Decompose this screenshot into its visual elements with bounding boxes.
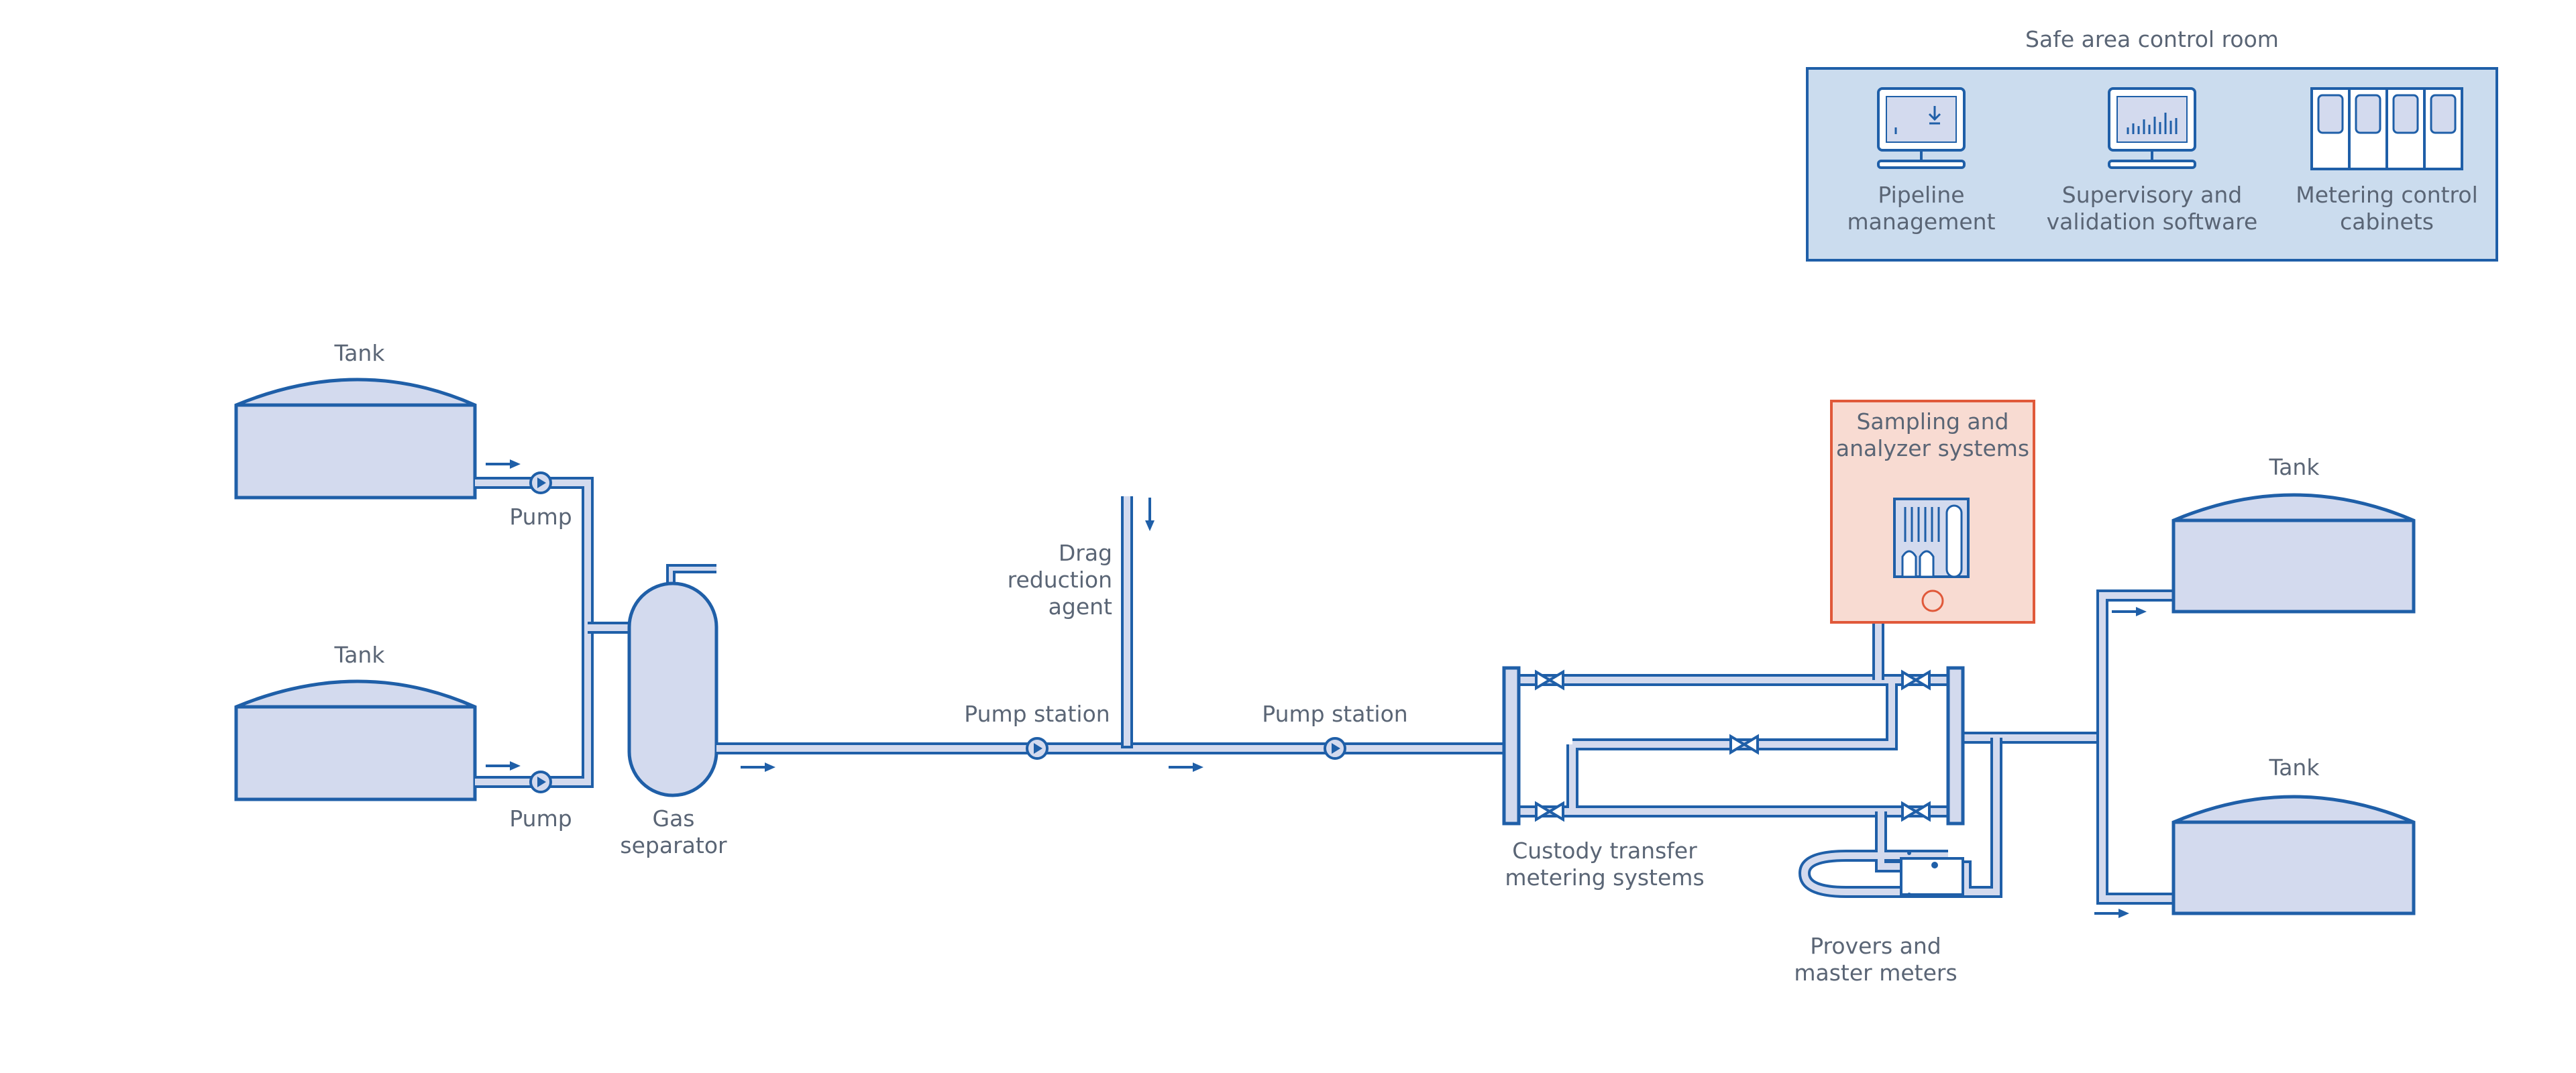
pipeline-management-label-1: Pipeline bbox=[1878, 182, 1964, 208]
metering-cabinets-label-2: cabinets bbox=[2340, 209, 2434, 235]
flow-arrow-icon bbox=[2093, 907, 2131, 919]
supervisory-label-1: Supervisory and bbox=[2062, 182, 2242, 208]
tank-bottom-left bbox=[234, 679, 477, 801]
tank-bottom-right-label: Tank bbox=[2269, 754, 2320, 781]
drag-reduction-label-1: Drag bbox=[1059, 540, 1112, 566]
pump-icon bbox=[1026, 737, 1049, 760]
drag-agent-arrow-icon bbox=[1145, 498, 1155, 531]
tank-bottom-right bbox=[2171, 795, 2416, 915]
pump-icon bbox=[1324, 737, 1346, 760]
monitor-icon bbox=[1877, 87, 1966, 169]
tank-bottom-left-label: Tank bbox=[334, 642, 386, 668]
pump-icon bbox=[529, 771, 552, 793]
pipe-right-manifold bbox=[2096, 589, 2174, 905]
custody-transfer-label-1: Custody transfer bbox=[1512, 838, 1697, 864]
provers-label-1: Provers and bbox=[1810, 933, 1941, 959]
pump-top-label: Pump bbox=[509, 504, 572, 530]
control-room-title: Safe area control room bbox=[2025, 26, 2279, 52]
metering-cabinets-label-1: Metering control bbox=[2296, 182, 2478, 208]
pump-bottom-label: Pump bbox=[509, 805, 572, 832]
monitor-chart-icon bbox=[2108, 87, 2196, 169]
sampling-label-1: Sampling and bbox=[1856, 408, 2008, 435]
pump-icon bbox=[529, 471, 552, 494]
gas-separator-label-1: Gas bbox=[653, 805, 695, 832]
tank-top-right-label: Tank bbox=[2269, 454, 2320, 480]
drag-reduction-label-3: agent bbox=[1049, 594, 1112, 620]
tank-top-right bbox=[2171, 493, 2416, 614]
tank-top-left bbox=[234, 378, 477, 500]
flow-arrow-icon bbox=[739, 761, 777, 773]
flow-arrow-icon bbox=[484, 458, 522, 470]
flow-arrow-icon bbox=[484, 760, 522, 772]
analyzer-icon bbox=[1893, 498, 1970, 578]
flow-arrow-icon bbox=[1167, 761, 1205, 773]
cabinet-icon bbox=[2310, 87, 2463, 170]
prover-loop bbox=[1798, 738, 2002, 898]
pump-station-1-label: Pump station bbox=[964, 701, 1110, 727]
gas-separator-label-2: separator bbox=[620, 832, 727, 858]
pipeline-management-label-2: management bbox=[1847, 209, 1995, 235]
custody-transfer-label-2: metering systems bbox=[1505, 864, 1704, 891]
main-pipeline bbox=[716, 496, 1509, 754]
supervisory-label-2: validation software bbox=[2047, 209, 2258, 235]
tank-top-left-label: Tank bbox=[334, 340, 386, 366]
sampling-label-2: analyzer systems bbox=[1836, 435, 2029, 461]
drag-reduction-label-2: reduction bbox=[1008, 567, 1112, 593]
gas-separator bbox=[627, 564, 718, 797]
flow-arrow-icon bbox=[2110, 606, 2148, 618]
analyzer-indicator-icon bbox=[1921, 589, 1944, 612]
pump-station-2-label: Pump station bbox=[1262, 701, 1407, 727]
provers-label-2: master meters bbox=[1794, 960, 1957, 986]
